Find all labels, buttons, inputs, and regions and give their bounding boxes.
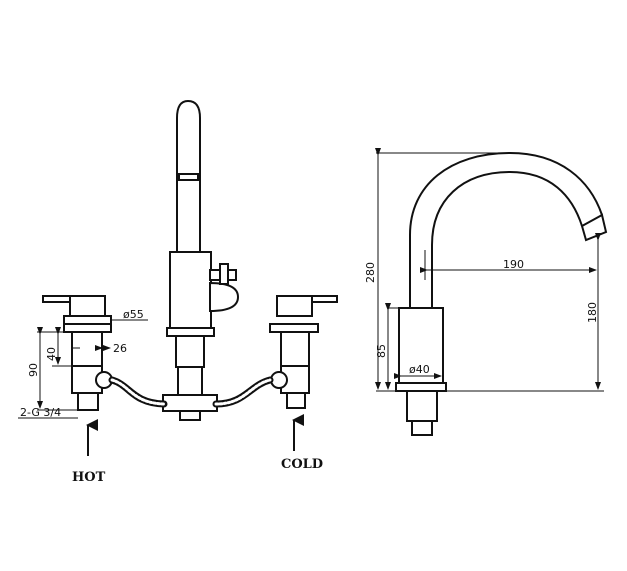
- dim-h90: 90: [27, 363, 40, 377]
- dim-w26: 26: [113, 342, 127, 355]
- supply-hoses: [108, 376, 274, 408]
- dim-h40: 40: [45, 347, 58, 361]
- dim-h280: 280: [364, 262, 377, 283]
- center-spout: [162, 99, 240, 421]
- spout-tip: [580, 213, 608, 242]
- side-view: [375, 148, 608, 436]
- hot-valve: [42, 295, 113, 411]
- dim-thread: 2-G 3/4: [20, 406, 61, 419]
- cold-valve: [269, 295, 338, 409]
- dim-h180: 180: [586, 302, 599, 323]
- dim-d55: ø55: [123, 308, 144, 321]
- left-dimensions: [18, 319, 148, 419]
- dim-d40: ø40: [409, 363, 430, 376]
- spout-outer: [409, 151, 603, 308]
- front-view: ø55 26 40 90 2-G 3/4 HOT COLD: [18, 99, 338, 485]
- cold-label: COLD: [281, 457, 323, 472]
- dim-w190: 190: [503, 258, 524, 271]
- dim-h85: 85: [375, 344, 388, 358]
- spout-inner: [431, 170, 583, 308]
- hot-label: HOT: [72, 470, 106, 485]
